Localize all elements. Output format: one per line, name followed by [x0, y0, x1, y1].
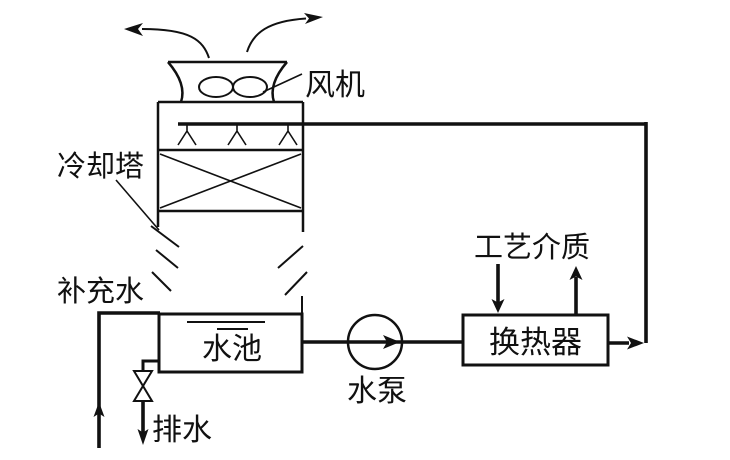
air-out-left-arrow [124, 23, 210, 59]
fan-blades-icon [198, 76, 268, 98]
pool-label: 水池 [202, 333, 262, 366]
makeup-water-pipe [97, 311, 160, 448]
pump-circle [346, 313, 404, 371]
process-in-arrow [491, 264, 505, 313]
air-out-right-arrow [246, 13, 323, 53]
fill-section-cross [159, 153, 302, 209]
fan-housing [167, 60, 288, 103]
drain-valve-icon [132, 370, 154, 402]
makeup-water-arrow [93, 402, 105, 417]
spray-break-dashes-left [150, 225, 180, 292]
drain-arrow [137, 429, 149, 445]
cooling-tower-body [156, 100, 305, 232]
makeup-water-label: 补充水 [57, 275, 144, 308]
spray-break-dashes-right [277, 245, 308, 314]
pump-label: 水泵 [347, 375, 407, 408]
heat-exchanger-box [461, 313, 610, 367]
cooling-tower-leader-line [115, 179, 160, 231]
spray-nozzle [227, 124, 247, 146]
pump-flow-arrow [383, 335, 400, 349]
water-level-icon [187, 321, 265, 330]
spray-nozzle [177, 124, 197, 146]
return-pipe-arrow [627, 336, 644, 350]
drain-pipe [141, 359, 159, 371]
spray-nozzle [278, 124, 298, 146]
fan-label: 风机 [305, 69, 365, 102]
process-medium-label: 工艺介质 [474, 231, 590, 264]
heat-exchanger-label: 换热器 [489, 325, 582, 360]
drain-label: 排水 [152, 414, 212, 447]
cooling-tower-label: 冷却塔 [57, 150, 144, 183]
fan-leader-line [262, 73, 303, 93]
process-out-arrow [569, 266, 583, 314]
pool [157, 312, 304, 374]
